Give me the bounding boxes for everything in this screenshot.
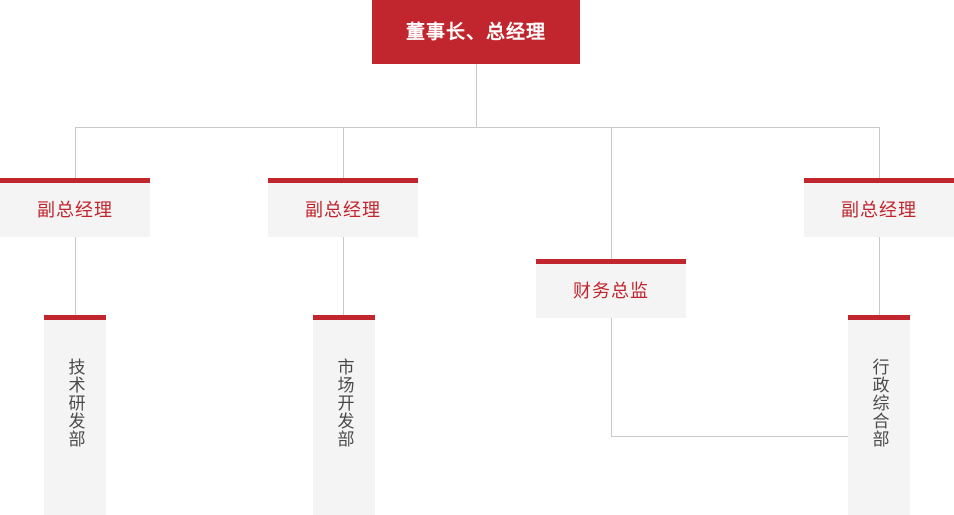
connector-finance-elbow-horizontal xyxy=(611,436,849,437)
node-vice-general-manager-3[interactable]: 副总经理 xyxy=(804,178,954,237)
connector-drop-rd-department xyxy=(75,237,76,315)
connector-drop-vice-gm-2 xyxy=(343,127,344,178)
connector-drop-finance-director xyxy=(611,127,612,259)
node-label-vice-general-manager-2: 副总经理 xyxy=(305,200,381,220)
node-label-marketing-department: 市场开发部 xyxy=(334,358,354,448)
node-label-chairman-general-manager: 董事长、总经理 xyxy=(405,21,546,43)
node-rd-department[interactable]: 技术研发部 xyxy=(44,315,106,515)
node-admin-department[interactable]: 行政综合部 xyxy=(848,315,910,515)
node-vice-general-manager-2[interactable]: 副总经理 xyxy=(268,178,418,237)
node-label-admin-department: 行政综合部 xyxy=(869,358,889,448)
connector-drop-vice-gm-3 xyxy=(879,127,880,178)
connector-bus-bar xyxy=(75,127,879,128)
node-vice-general-manager-1[interactable]: 副总经理 xyxy=(0,178,150,237)
node-label-rd-department: 技术研发部 xyxy=(65,358,85,448)
connector-drop-marketing-department xyxy=(343,237,344,315)
node-finance-director[interactable]: 财务总监 xyxy=(536,259,686,318)
node-label-vice-general-manager-3: 副总经理 xyxy=(841,200,917,220)
node-label-vice-general-manager-1: 副总经理 xyxy=(37,200,113,220)
connector-drop-vice-gm-1 xyxy=(75,127,76,178)
connector-root-stem xyxy=(476,64,477,128)
connector-drop-admin-department xyxy=(879,237,880,315)
node-marketing-department[interactable]: 市场开发部 xyxy=(313,315,375,515)
node-chairman-general-manager[interactable]: 董事长、总经理 xyxy=(372,0,580,64)
connector-finance-elbow-vertical xyxy=(611,318,612,437)
node-label-finance-director: 财务总监 xyxy=(573,281,649,301)
